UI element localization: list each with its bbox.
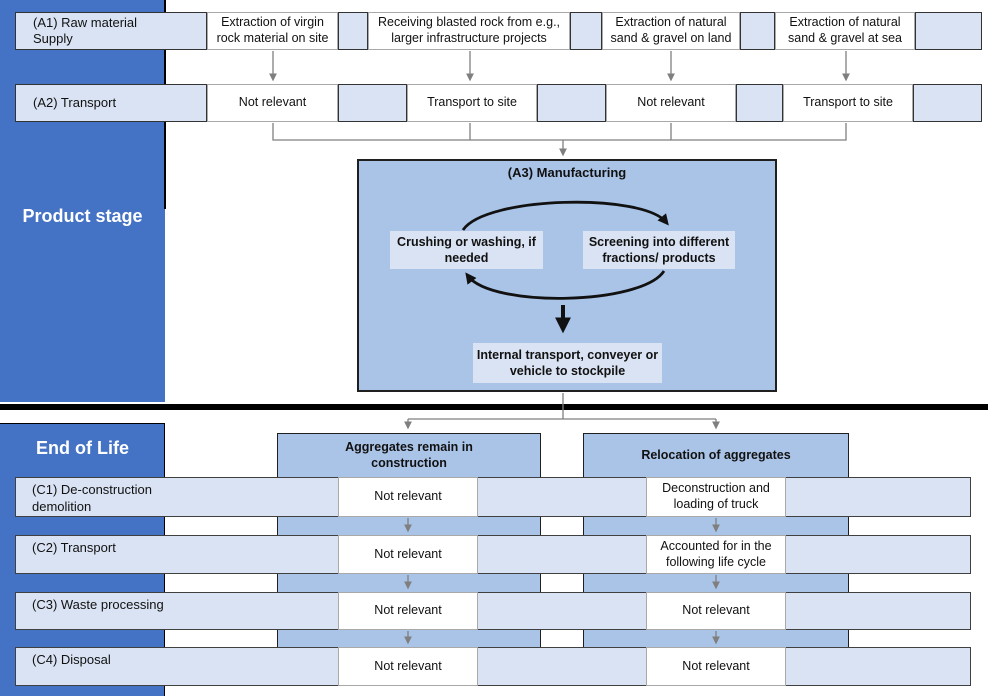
column-aggregates-remain-title: Aggregates remain in construction <box>277 433 541 477</box>
a1-row-label-text: (A1) Raw material Supply <box>33 14 138 46</box>
a2-cell-4: Transport to site <box>783 84 913 122</box>
c3-right-cell: Not relevant <box>646 592 786 630</box>
a1-row-label: (A1) Raw material Supply <box>15 12 207 50</box>
a2-row-label-text: (A2) Transport <box>33 94 117 110</box>
c1-row-label: (C1) De-construction demolition <box>32 482 152 514</box>
product-stage-title: Product stage <box>22 205 143 226</box>
a1-spacer-3 <box>740 12 775 50</box>
a2-row-label: (A2) Transport <box>15 84 207 122</box>
a3-internal-transport-box: Internal transport, conveyer or vehicle … <box>473 343 662 383</box>
a3-title: (A3) Manufacturing <box>507 165 627 180</box>
a2-cell-2: Transport to site <box>407 84 537 122</box>
column-relocation-title: Relocation of aggregates <box>641 447 791 462</box>
a1-cell-virgin-rock: Extraction of virgin rock material on si… <box>207 12 338 50</box>
c2-left-cell: Not relevant <box>338 535 478 574</box>
c4-row <box>15 647 971 686</box>
a2-spacer-2 <box>537 84 606 122</box>
a1-spacer-4 <box>915 12 982 50</box>
c1-row <box>15 477 971 517</box>
c2-row-label: (C2) Transport <box>32 540 116 555</box>
a2-junction-line <box>272 123 847 141</box>
a1-cell-sand-gravel-sea: Extraction of natural sand & gravel at s… <box>775 12 915 50</box>
c4-right-cell: Not relevant <box>646 647 786 686</box>
stage-divider-line <box>0 404 988 410</box>
c3-row-label: (C3) Waste processing <box>32 597 164 612</box>
a2-cell-1: Not relevant <box>207 84 338 122</box>
c2-row <box>15 535 971 574</box>
a1-spacer-2 <box>570 12 602 50</box>
c1-right-cell: Deconstruction and loading of truck <box>646 477 786 517</box>
c1-left-cell: Not relevant <box>338 477 478 517</box>
column-aggregates-remain-title-text: Aggregates remain in construction <box>345 439 473 470</box>
a1-cell-blasted-rock: Receiving blasted rock from e.g., larger… <box>368 12 570 50</box>
c3-row <box>15 592 971 630</box>
c4-row-label: (C4) Disposal <box>32 652 111 667</box>
c3-left-cell: Not relevant <box>338 592 478 630</box>
a1-cell-sand-gravel-land: Extraction of natural sand & gravel on l… <box>602 12 740 50</box>
c2-right-cell: Accounted for in the following life cycl… <box>646 535 786 574</box>
product-stage-sidebar <box>0 0 165 402</box>
c4-left-cell: Not relevant <box>338 647 478 686</box>
a2-spacer-3 <box>736 84 783 122</box>
a3-crushing-box: Crushing or washing, if needed <box>390 231 543 269</box>
a3-screening-box: Screening into different fractions/ prod… <box>583 231 735 269</box>
end-of-life-title: End of Life <box>36 437 129 458</box>
a2-cell-3: Not relevant <box>606 84 736 122</box>
a1-spacer-1 <box>338 12 368 50</box>
a2-spacer-1 <box>338 84 407 122</box>
a2-spacer-4 <box>913 84 982 122</box>
